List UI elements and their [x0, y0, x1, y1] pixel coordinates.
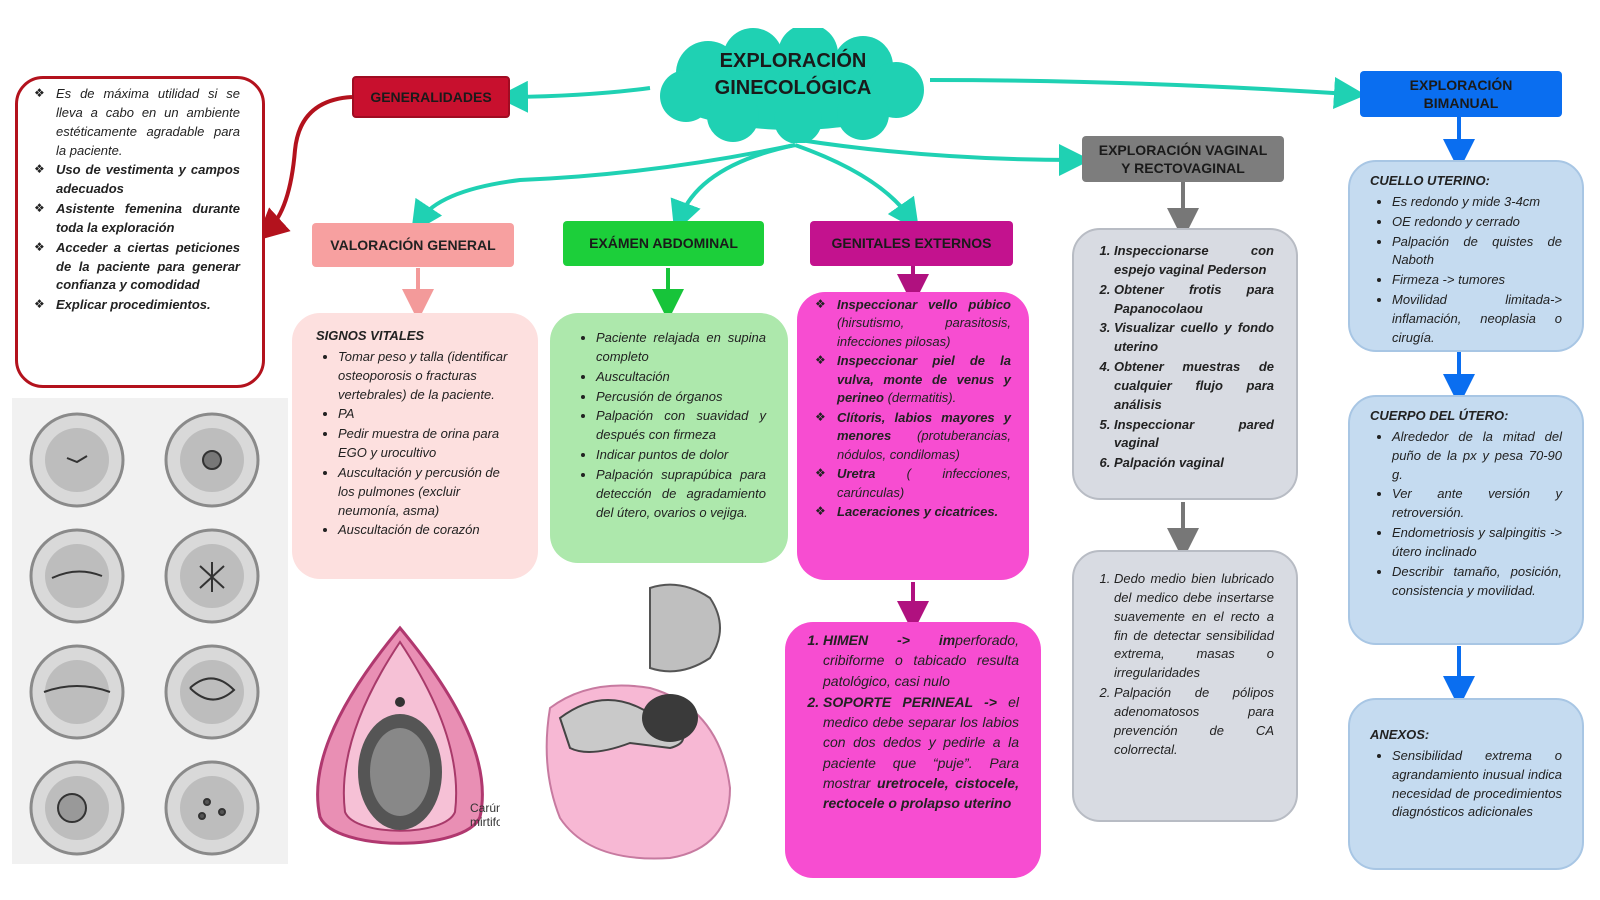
- generalidades-list: Es de máxima utilidad si se lleva a cabo…: [30, 85, 240, 315]
- cuello-uterino-list: Es redondo y mide 3-4cm OE redondo y cer…: [1370, 193, 1562, 348]
- rectovaginal-box: Dedo medio bien lubricado del medico deb…: [1072, 550, 1298, 822]
- generalidades-box: Es de máxima utilidad si se lleva a cabo…: [15, 76, 265, 388]
- list-item: Explicar procedimientos.: [34, 296, 240, 315]
- list-item: Visualizar cuello y fondo uterino: [1114, 319, 1274, 357]
- list-item: Movilidad limitada-> inflamación, neopla…: [1392, 291, 1562, 348]
- list-item: Describir tamaño, posición, consistencia…: [1392, 563, 1562, 601]
- header-examen-abdominal: EXÁMEN ABDOMINAL: [563, 221, 764, 266]
- anexos-title: ANEXOS:: [1370, 727, 1430, 742]
- cuello-uterino-title: CUELLO UTERINO:: [1370, 173, 1490, 188]
- list-item: Es redondo y mide 3-4cm: [1392, 193, 1562, 212]
- himen-list: HIMEN -> imperforado, cribiforme o tabic…: [801, 630, 1019, 814]
- list-item: Uso de vestimenta y campos adecuados: [34, 161, 240, 199]
- cuerpo-utero-title: CUERPO DEL ÚTERO:: [1370, 408, 1509, 423]
- signos-vitales-box: SIGNOS VITALES Tomar peso y talla (ident…: [292, 313, 538, 579]
- list-item: Paciente relajada en supina completo: [596, 329, 766, 367]
- list-item: Tomar peso y talla (identificar osteopor…: [338, 348, 516, 405]
- arrow-to-valoracion: [411, 143, 796, 234]
- arrow-to-abdominal: [670, 143, 796, 233]
- genitales-box: Inspeccionar vello púbico (hirsutismo, p…: [797, 292, 1029, 580]
- anexos-box: ANEXOS: Sensibilidad extrema o agrandami…: [1348, 698, 1584, 870]
- list-item: HIMEN -> imperforado, cribiforme o tabic…: [823, 630, 1019, 691]
- cuello-uterino-box: CUELLO UTERINO: Es redondo y mide 3-4cm …: [1348, 160, 1584, 352]
- list-item: Inspeccionar pared vaginal: [1114, 416, 1274, 454]
- anexos-list: Sensibilidad extrema o agrandamiento inu…: [1370, 747, 1562, 822]
- list-item: Asistente femenina durante toda la explo…: [34, 200, 240, 238]
- list-item: Pedir muestra de orina para EGO y urocul…: [338, 425, 516, 463]
- list-item: Auscultación y percusión de los pulmones…: [338, 464, 516, 521]
- header-exploracion-vaginal: EXPLORACIÓN VAGINAL Y RECTOVAGINAL: [1082, 136, 1284, 182]
- list-item: Auscultación de corazón: [338, 521, 516, 540]
- list-item: Palpación de pólipos adenomatosos para p…: [1114, 684, 1274, 759]
- list-item: Clítoris, labios mayores y menores (prot…: [815, 409, 1011, 464]
- title-cloud: [660, 28, 924, 143]
- arrow-to-vaginal: [799, 138, 1091, 176]
- vaginal-inspection-list: Inspeccionarse con espejo vaginal Peders…: [1092, 242, 1274, 473]
- illustration-caption-2: mirtifor: [470, 815, 500, 829]
- list-item: Inspeccionarse con espejo vaginal Peders…: [1114, 242, 1274, 280]
- header-valoracion-general: VALORACIÓN GENERAL: [312, 223, 514, 267]
- list-item: Inspeccionar piel de la vulva, monte de …: [815, 352, 1011, 407]
- signos-vitales-title: SIGNOS VITALES: [316, 328, 425, 343]
- cervix-illustrations: [12, 398, 288, 864]
- list-item: Sensibilidad extrema o agrandamiento inu…: [1392, 747, 1562, 822]
- list-item: Palpación vaginal: [1114, 454, 1274, 473]
- list-item: Endometriosis y salpingitis -> útero inc…: [1392, 524, 1562, 562]
- genitales-list: Inspeccionar vello púbico (hirsutismo, p…: [811, 296, 1011, 521]
- list-item: Obtener frotis para Papanocolaou: [1114, 281, 1274, 319]
- rectovaginal-list: Dedo medio bien lubricado del medico deb…: [1092, 570, 1274, 759]
- header-genitales-externos: GENITALES EXTERNOS: [810, 221, 1013, 266]
- list-item: Auscultación: [596, 368, 766, 387]
- arrow-to-bimanual: [929, 77, 1366, 109]
- header-generalidades: GENERALIDADES: [352, 76, 510, 118]
- list-item: Firmeza -> tumores: [1392, 271, 1562, 290]
- list-item: Ver ante versión y retroversión.: [1392, 485, 1562, 523]
- illustration-caption-1: Carún: [470, 801, 500, 815]
- arrow-to-generalidades: [496, 80, 651, 113]
- page-title: EXPLORACIÓN GINECOLÓGICA: [714, 50, 872, 99]
- vaginal-inspection-box: Inspeccionarse con espejo vaginal Peders…: [1072, 228, 1298, 500]
- cuerpo-utero-box: CUERPO DEL ÚTERO: Alrededor de la mitad …: [1348, 395, 1584, 645]
- arrow-generalidades-to-box: [256, 95, 353, 241]
- list-item: Alrededor de la mitad del puño de la px …: [1392, 428, 1562, 485]
- list-item: Inspeccionar vello púbico (hirsutismo, p…: [815, 296, 1011, 351]
- list-item: PA: [338, 405, 516, 424]
- list-item: Acceder a ciertas peticiones de la pacie…: [34, 239, 240, 296]
- vulva-illustration: Carún mirtifor: [316, 625, 500, 845]
- list-item: Palpación de quistes de Naboth: [1392, 233, 1562, 271]
- list-item: Indicar puntos de dolor: [596, 446, 766, 465]
- list-item: Palpación con suavidad y después con fir…: [596, 407, 766, 445]
- list-item: SOPORTE PERINEAL -> el medico debe separ…: [823, 692, 1019, 814]
- exam-hand-illustration: [545, 583, 732, 860]
- list-item: Uretra ( infecciones, carúnculas): [815, 465, 1011, 502]
- himen-box: HIMEN -> imperforado, cribiforme o tabic…: [785, 622, 1041, 878]
- header-exploracion-bimanual: EXPLORACIÓN BIMANUAL: [1360, 71, 1562, 117]
- list-item: Palpación suprapúbica para detección de …: [596, 466, 766, 523]
- signos-vitales-list: Tomar peso y talla (identificar osteopor…: [316, 348, 516, 540]
- list-item: OE redondo y cerrado: [1392, 213, 1562, 232]
- cuerpo-utero-list: Alrededor de la mitad del puño de la px …: [1370, 428, 1562, 601]
- list-item: Es de máxima utilidad si se lleva a cabo…: [34, 85, 240, 160]
- list-item: Obtener muestras de cualquier flujo para…: [1114, 358, 1274, 415]
- list-item: Dedo medio bien lubricado del medico deb…: [1114, 570, 1274, 683]
- list-item: Laceraciones y cicatrices.: [815, 503, 1011, 521]
- abdominal-list: Paciente relajada en supina completo Aus…: [574, 329, 766, 522]
- abdominal-box: Paciente relajada en supina completo Aus…: [550, 313, 788, 563]
- arrow-to-genitales: [794, 143, 920, 232]
- list-item: Percusión de órganos: [596, 388, 766, 407]
